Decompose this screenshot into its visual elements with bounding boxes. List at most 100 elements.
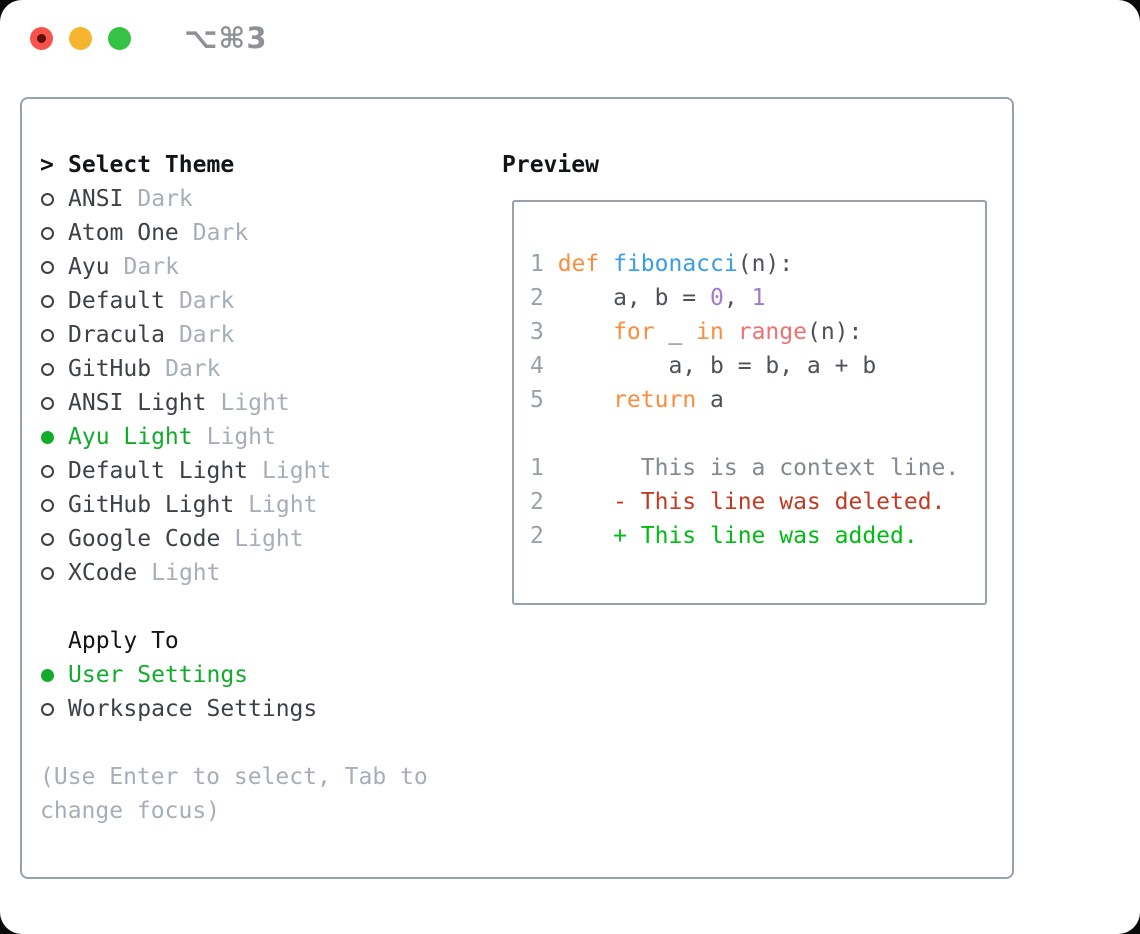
code-line: 1 def fibonacci(n): xyxy=(530,247,985,281)
theme-name-label: GitHub Light xyxy=(68,492,235,518)
theme-option[interactable]: GitHub Light Light xyxy=(40,488,502,522)
theme-variant-label: Light xyxy=(234,526,304,552)
diff-text: - This line was deleted. xyxy=(557,489,946,515)
radio-cell xyxy=(40,668,68,682)
code-line: 5 return a xyxy=(530,383,985,417)
theme-variant-label: Dark xyxy=(178,322,235,348)
titlebar: ⌥⌘3 xyxy=(0,0,1140,76)
radio-icon xyxy=(41,396,54,410)
unsaved-dot-icon xyxy=(37,33,46,43)
apply-to-option-label: User Settings xyxy=(68,662,249,688)
radio-icon xyxy=(41,430,54,444)
theme-option[interactable]: ANSI Light Light xyxy=(40,386,502,420)
zoom-button[interactable] xyxy=(108,26,131,50)
radio-icon xyxy=(41,226,54,240)
theme-variant-label: Light xyxy=(220,390,290,416)
radio-icon xyxy=(41,668,54,682)
code-line: 4 a, b = b, a + b xyxy=(530,349,985,383)
theme-name-label: ANSI Light xyxy=(68,390,207,416)
theme-variant-label: Dark xyxy=(123,254,179,280)
spacer xyxy=(40,726,502,760)
line-number: 1 xyxy=(530,455,544,481)
radio-icon xyxy=(41,464,54,478)
theme-variant-label: Light xyxy=(248,492,318,518)
theme-name-label: Ayu xyxy=(68,254,110,280)
radio-cell xyxy=(40,396,68,410)
radio-cell xyxy=(40,328,68,342)
theme-option[interactable]: GitHub Dark xyxy=(40,352,502,386)
radio-cell xyxy=(40,532,68,546)
hint-text-line1: (Use Enter to select, Tab to xyxy=(40,764,428,790)
theme-name-label: GitHub xyxy=(68,356,152,382)
radio-cell xyxy=(40,226,68,240)
radio-icon xyxy=(41,328,54,342)
radio-cell xyxy=(40,566,68,580)
theme-variant-label: Dark xyxy=(137,186,193,212)
theme-option[interactable]: Atom One Dark xyxy=(40,216,502,250)
select-theme-title: >Select Theme xyxy=(40,148,502,182)
radio-cell xyxy=(40,498,68,512)
line-number: 2 xyxy=(530,285,544,311)
apply-to-option[interactable]: Workspace Settings xyxy=(40,692,502,726)
focus-pointer-icon: > xyxy=(40,152,54,178)
window-shortcut-label: ⌥⌘3 xyxy=(184,21,268,55)
theme-option[interactable]: Default Light Light xyxy=(40,454,502,488)
code-text: a, b = b, a + b xyxy=(557,353,877,379)
radio-cell xyxy=(40,260,68,274)
apply-to-option-label: Workspace Settings xyxy=(68,696,318,722)
spacer xyxy=(530,417,985,451)
preview-column: Preview 1 def fibonacci(n): 2 a, b = 0, 1… xyxy=(502,148,1012,877)
radio-cell xyxy=(40,294,68,308)
hint-text-line2: change focus) xyxy=(40,798,221,824)
diff-line: 1 This is a context line. xyxy=(530,451,985,485)
line-number: 3 xyxy=(530,319,544,345)
preview-title: Preview xyxy=(502,152,599,178)
theme-variant-label: Dark xyxy=(192,220,249,246)
theme-name-label: Dracula xyxy=(68,322,165,348)
radio-icon xyxy=(41,192,54,206)
code-text: a, b = 0, 1 xyxy=(557,285,766,311)
theme-name-label: Default xyxy=(68,288,165,314)
minimize-button[interactable] xyxy=(69,26,92,50)
line-number: 5 xyxy=(530,387,544,413)
radio-cell xyxy=(40,702,68,716)
line-number: 4 xyxy=(530,353,544,379)
theme-option[interactable]: Ayu Dark xyxy=(40,250,502,284)
radio-icon xyxy=(41,498,54,512)
theme-option[interactable]: XCode Light xyxy=(40,556,502,590)
line-number: 2 xyxy=(530,489,544,515)
diff-text: This is a context line. xyxy=(557,455,960,481)
radio-icon xyxy=(41,702,54,716)
theme-name-label: Default Light xyxy=(68,458,249,484)
theme-variant-label: Dark xyxy=(178,288,235,314)
radio-cell xyxy=(40,464,68,478)
theme-name-label: XCode xyxy=(68,560,138,586)
radio-cell xyxy=(40,192,68,206)
diff-line: 2 + This line was added. xyxy=(530,519,985,553)
apply-to-option[interactable]: User Settings xyxy=(40,658,502,692)
radio-icon xyxy=(41,362,54,376)
radio-cell xyxy=(40,430,68,444)
diff-preview: 1 This is a context line. 2 - This line … xyxy=(530,451,985,553)
theme-name-label: Atom One xyxy=(68,220,179,246)
theme-variant-label: Light xyxy=(262,458,332,484)
theme-option[interactable]: Default Dark xyxy=(40,284,502,318)
theme-name-label: Ayu Light xyxy=(68,424,193,450)
close-button[interactable] xyxy=(30,26,53,50)
theme-variant-label: Dark xyxy=(165,356,221,382)
theme-name-label: Google Code xyxy=(68,526,221,552)
theme-option[interactable]: Google Code Light xyxy=(40,522,502,556)
line-number: 1 xyxy=(530,251,544,277)
theme-option[interactable]: Dracula Dark xyxy=(40,318,502,352)
theme-variant-label: Light xyxy=(151,560,221,586)
code-text: def fibonacci(n): xyxy=(557,251,794,277)
radio-icon xyxy=(41,532,54,546)
